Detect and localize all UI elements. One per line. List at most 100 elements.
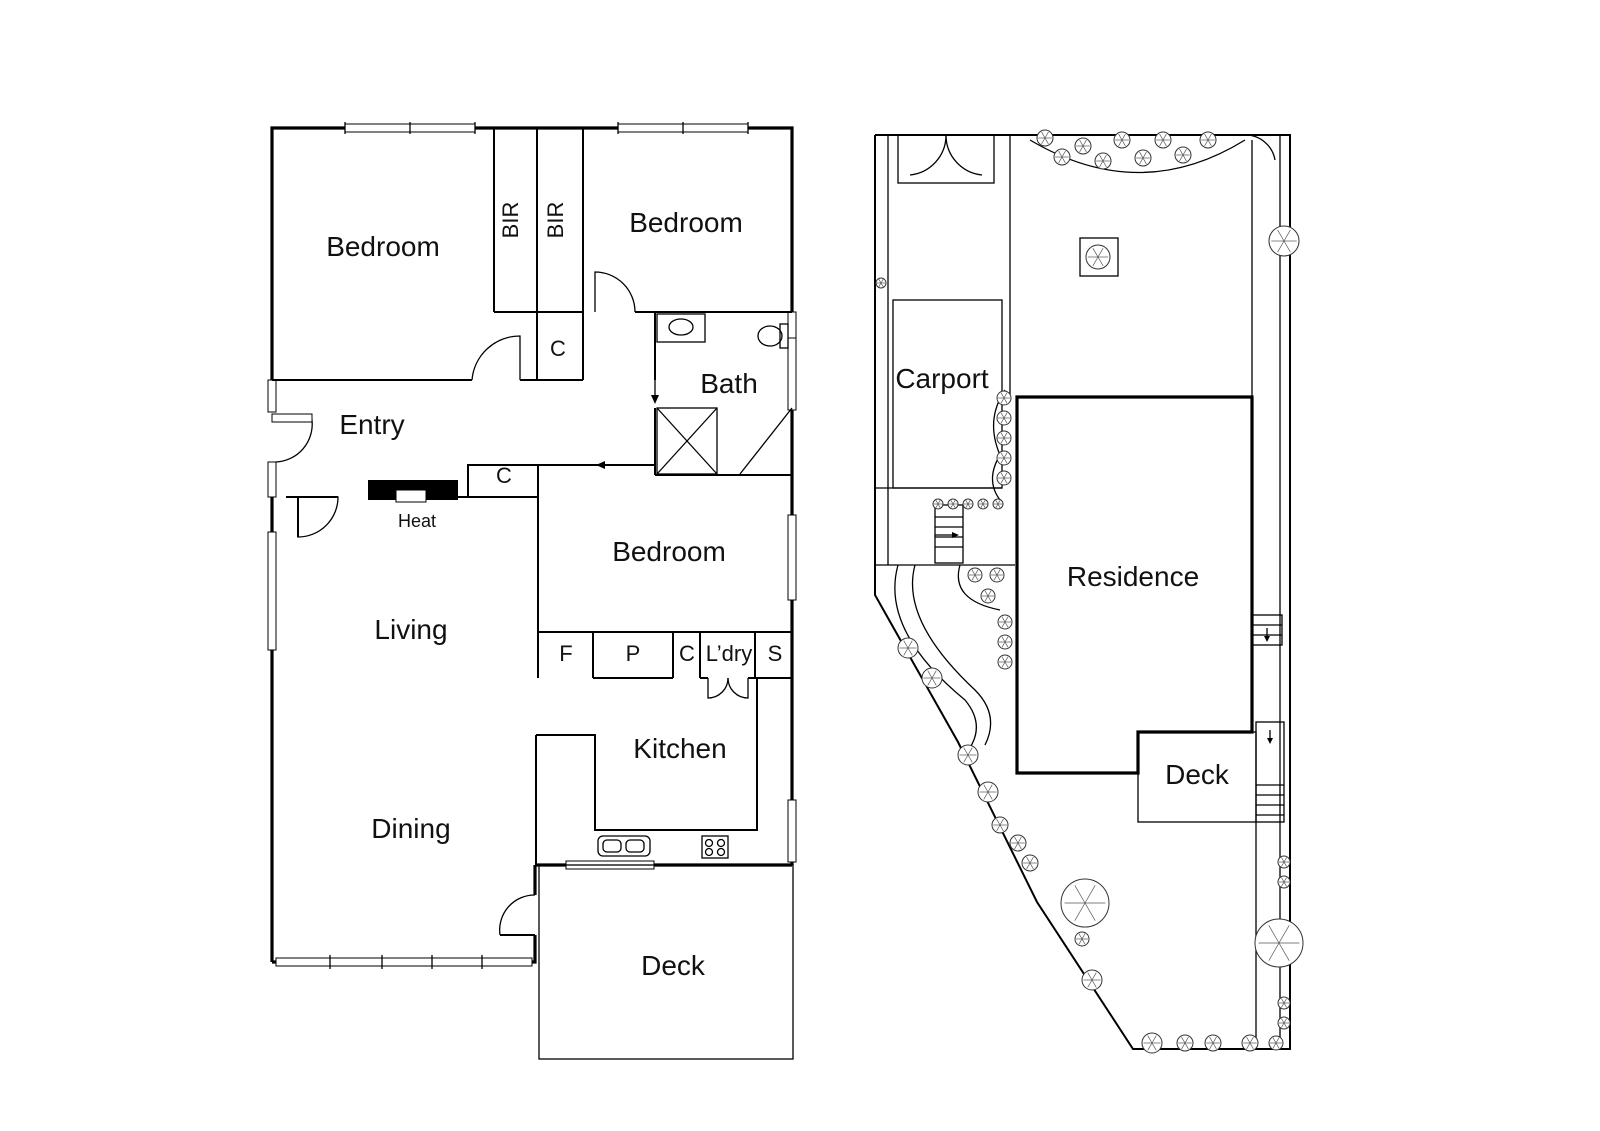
tree-branch bbox=[1041, 137, 1046, 145]
tree-branch bbox=[1000, 392, 1005, 399]
tree-branch bbox=[1283, 861, 1287, 867]
tree-branch bbox=[987, 791, 993, 800]
tree-branch bbox=[1246, 1042, 1251, 1050]
tree-branch bbox=[980, 500, 984, 505]
tree-branch bbox=[1268, 925, 1280, 944]
room-label-bir-1: BIR bbox=[498, 202, 523, 239]
tree-branch bbox=[952, 503, 956, 508]
site-plan: Carport Residence Deck bbox=[874, 129, 1304, 1054]
tree-branch bbox=[1004, 636, 1009, 643]
tree-branch bbox=[952, 500, 956, 505]
door-swings bbox=[271, 271, 636, 936]
tree-branch bbox=[1041, 131, 1046, 139]
tree-branch bbox=[903, 640, 909, 649]
tree-branch bbox=[987, 590, 992, 597]
tree-branch bbox=[1003, 457, 1008, 464]
tree-branch bbox=[1074, 885, 1086, 904]
tree-branch bbox=[1181, 1042, 1186, 1050]
tree-branch bbox=[963, 754, 969, 763]
tree-branch bbox=[1003, 397, 1008, 404]
tree-branch bbox=[982, 503, 986, 508]
tree-branch bbox=[1017, 836, 1022, 844]
tree-branch bbox=[1081, 933, 1086, 940]
tree-branch bbox=[996, 818, 1001, 826]
tree-branch bbox=[984, 595, 989, 602]
tree-branch bbox=[907, 640, 913, 649]
tree-branch bbox=[1281, 857, 1285, 863]
tree-branch bbox=[950, 500, 954, 505]
tree-branch bbox=[880, 282, 884, 287]
tree-branch bbox=[984, 590, 989, 597]
tree-branch bbox=[1078, 933, 1083, 940]
tree-branch bbox=[967, 747, 973, 756]
tree-branch bbox=[1151, 1042, 1157, 1051]
tree-branch bbox=[1182, 154, 1187, 162]
tree-branch bbox=[1283, 229, 1291, 242]
tree-branch bbox=[1000, 472, 1005, 479]
tree-branch bbox=[1281, 861, 1285, 867]
tree-branch bbox=[1058, 150, 1063, 158]
tree-branch bbox=[1275, 1037, 1280, 1044]
tree-branch bbox=[1003, 452, 1008, 459]
tree-branch bbox=[993, 569, 998, 576]
tree-branch bbox=[878, 282, 882, 287]
tree-branch bbox=[967, 503, 971, 508]
room-label-dining: Dining bbox=[371, 813, 450, 844]
tree-branch bbox=[931, 670, 937, 679]
tree-branch bbox=[1004, 656, 1009, 663]
tree-branch bbox=[1162, 133, 1167, 141]
tree-branch bbox=[1058, 156, 1063, 164]
tree-branch bbox=[974, 569, 979, 576]
tree-branch bbox=[927, 670, 933, 679]
tree-branch bbox=[937, 503, 941, 508]
tree-branch bbox=[1162, 139, 1167, 147]
room-label-bedroom-1: Bedroom bbox=[326, 231, 440, 262]
tree-branch bbox=[1082, 145, 1087, 153]
tree-branch bbox=[1004, 641, 1009, 648]
tree-branch bbox=[1097, 256, 1104, 267]
tree-branch bbox=[965, 503, 969, 508]
site-label-deck: Deck bbox=[1165, 759, 1230, 790]
tree-branch bbox=[1281, 998, 1285, 1004]
tree-branch bbox=[1249, 1036, 1254, 1044]
tree-branch bbox=[907, 647, 913, 656]
tree-branch bbox=[1151, 1035, 1157, 1044]
tree-branch bbox=[1087, 979, 1093, 988]
tree-branch bbox=[993, 574, 998, 581]
tree-branch bbox=[983, 791, 989, 800]
tree-branch bbox=[1003, 392, 1008, 399]
room-label-cupboard-1: C bbox=[550, 336, 566, 361]
tree-branch bbox=[1159, 139, 1164, 147]
tree-branch bbox=[1281, 877, 1285, 883]
tree-branch bbox=[1014, 836, 1019, 844]
tree-branch bbox=[1029, 856, 1034, 864]
room-label-kitchen: Kitchen bbox=[633, 733, 726, 764]
site-label-carport: Carport bbox=[895, 363, 989, 394]
tree-branch bbox=[965, 500, 969, 505]
tree-branch bbox=[1001, 636, 1006, 643]
room-label-bedroom-2: Bedroom bbox=[629, 207, 743, 238]
tree-branch bbox=[987, 784, 993, 793]
tree-branch bbox=[995, 503, 999, 508]
room-label-heat: Heat bbox=[398, 511, 436, 531]
room-label-entry: Entry bbox=[339, 409, 404, 440]
room-label-bir-2: BIR bbox=[543, 202, 568, 239]
tree-branch bbox=[1003, 477, 1008, 484]
tree-branch bbox=[1179, 148, 1184, 156]
tree-branch bbox=[1278, 942, 1290, 961]
tree-branch bbox=[1207, 133, 1212, 141]
tree-branch bbox=[971, 574, 976, 581]
room-label-fridge: F bbox=[559, 641, 572, 666]
tree-branch bbox=[1281, 1018, 1285, 1024]
tree-branch bbox=[927, 677, 933, 686]
tree-branch bbox=[995, 500, 999, 505]
tree-branch bbox=[1003, 437, 1008, 444]
tree-branch bbox=[1004, 621, 1009, 628]
tree-branch bbox=[999, 824, 1004, 832]
tree-branch bbox=[1001, 621, 1006, 628]
tree-branch bbox=[1184, 1036, 1189, 1044]
tree-branch bbox=[1004, 616, 1009, 623]
tree-branch bbox=[1001, 641, 1006, 648]
tree-branch bbox=[1184, 1042, 1189, 1050]
tree-branch bbox=[1000, 452, 1005, 459]
